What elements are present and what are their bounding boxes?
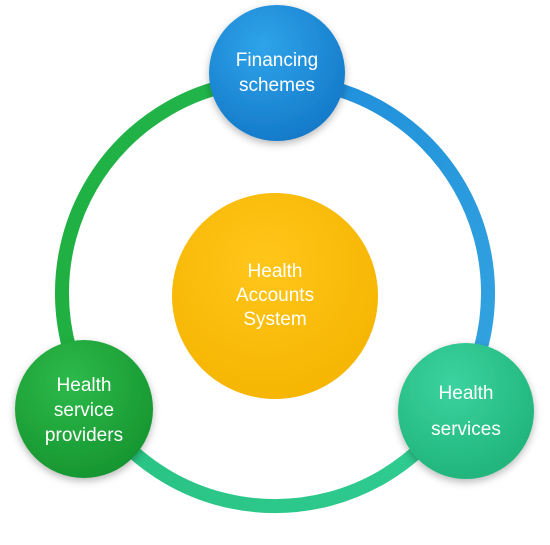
node-providers-circle <box>15 340 153 478</box>
center-label-line-3: System <box>243 309 307 330</box>
ring-arc-providers-to-financing <box>54 73 282 407</box>
node-providers-line-2: service <box>53 399 115 421</box>
center-circle <box>172 193 378 399</box>
center-label-line-1: Health <box>247 261 303 282</box>
center-label-line-2: Accounts <box>235 285 315 306</box>
node-financing-label: Financing schemes <box>207 45 347 101</box>
node-providers-line-3: providers <box>44 424 124 446</box>
node-services-line-2: services <box>431 419 501 440</box>
node-services-line-1: Health <box>438 383 494 404</box>
node-providers-label: Health service providers <box>14 372 154 448</box>
node-financing-circle <box>209 5 345 141</box>
node-services-label: Health services <box>396 376 536 448</box>
node-providers-line-1: Health <box>56 374 112 396</box>
node-services-circle <box>398 343 534 479</box>
node-financing-line-1: Financing <box>235 50 319 71</box>
node-financing-line-2: schemes <box>238 75 316 96</box>
center-label: Health Accounts System <box>175 246 375 346</box>
